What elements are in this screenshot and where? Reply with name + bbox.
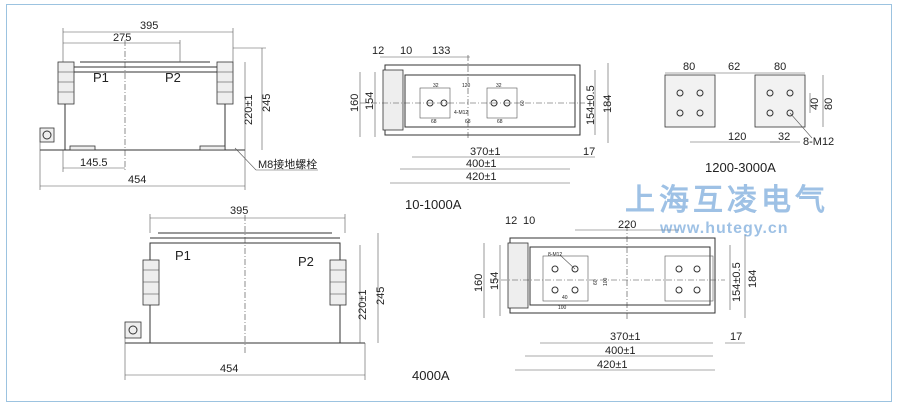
dim-454: 454 [128,174,146,186]
dim-17: 17 [583,146,595,158]
dim-154-tol: 154±0.5 [585,85,597,125]
ground-bolt-label: M8接地螺栓 [258,157,317,171]
dim-40: 40 [809,98,821,110]
dim-12: 12 [372,45,384,57]
dim-220: 220 [618,219,636,231]
dim-100: 100 [603,277,609,286]
dim-245: 245 [261,94,273,112]
dim-68a: 68 [431,119,437,125]
dim-120: 120 [728,131,746,143]
dim-275: 275 [113,32,131,44]
dim-420: 420±1 [466,171,497,183]
dim-133: 133 [432,45,450,57]
dim-10: 10 [523,215,535,227]
dim-145-5: 145.5 [80,157,108,169]
dim-32a: 32 [433,83,439,89]
dim-80b: 80 [774,61,786,73]
bolt-4-m12: 4-M12 [454,110,468,116]
dim-220: 220±1 [357,289,369,320]
dim-32: 32 [778,131,790,143]
side-view-small: 395 275 P1 P2 220±1 245 145.5 454 M8接地螺栓 [39,20,318,190]
dim-184: 184 [602,95,614,113]
dim-154: 154 [489,272,501,290]
dim-420: 420±1 [597,359,628,371]
label-p1: P1 [175,248,191,263]
dim-40: 40 [562,295,568,301]
dim-60: 60 [593,279,599,285]
drawing-frame [6,4,892,402]
dim-160: 160 [349,94,361,112]
dim-12: 12 [505,215,517,227]
caption-4000a: 4000A [412,368,450,383]
caption-1200-3000a: 1200-3000A [705,160,776,175]
watermark: 上海互凌电气 www.hutegy.cn [625,184,829,237]
dim-32b: 32 [496,83,502,89]
dim-154-tol: 154±0.5 [731,262,743,302]
dim-245: 245 [375,287,387,305]
label-p1: P1 [93,70,109,85]
dim-68b: 68 [465,119,471,125]
dim-154: 154 [364,92,376,110]
dim-60: 60 [520,100,526,106]
dim-80a: 80 [683,61,695,73]
side-view-4000a: 395 P1 P2 220±1 245 454 4000A [124,205,450,383]
pads-1200-3000a: 80 62 80 40 80 120 32 8-M12 1200-3000A [664,61,835,175]
dim-370: 370±1 [610,331,641,343]
caption-10-1000a: 10-1000A [405,197,462,212]
bolt-8-m12: 8-M12 [803,136,834,148]
dim-100w: 100 [558,305,567,311]
watermark-url: www.hutegy.cn [659,220,789,237]
bolt-8-m12: 8-M12 [548,252,562,258]
watermark-company: 上海互凌电气 [625,184,829,217]
dim-160: 160 [473,274,485,292]
dim-400: 400±1 [605,345,636,357]
dim-395: 395 [140,20,158,32]
dim-10: 10 [400,45,412,57]
dim-62: 62 [728,61,740,73]
dim-120: 120 [462,83,471,89]
dim-68c: 68 [497,119,503,125]
label-p2: P2 [298,254,314,269]
label-p2: P2 [165,70,181,85]
dim-184: 184 [747,270,759,288]
dim-400: 400±1 [466,158,497,170]
dim-17: 17 [730,331,742,343]
dim-220: 220±1 [243,94,255,125]
top-view-4000a: 12 10 220 160 154 8-M12 60 100 40 100 15… [473,215,759,371]
dim-395: 395 [230,205,248,217]
top-view-1000a: 12 10 133 160 154 32 120 32 4-M12 68 68 … [349,45,614,212]
dim-370: 370±1 [470,146,501,158]
dim-454: 454 [220,363,238,375]
dim-80: 80 [823,98,835,110]
